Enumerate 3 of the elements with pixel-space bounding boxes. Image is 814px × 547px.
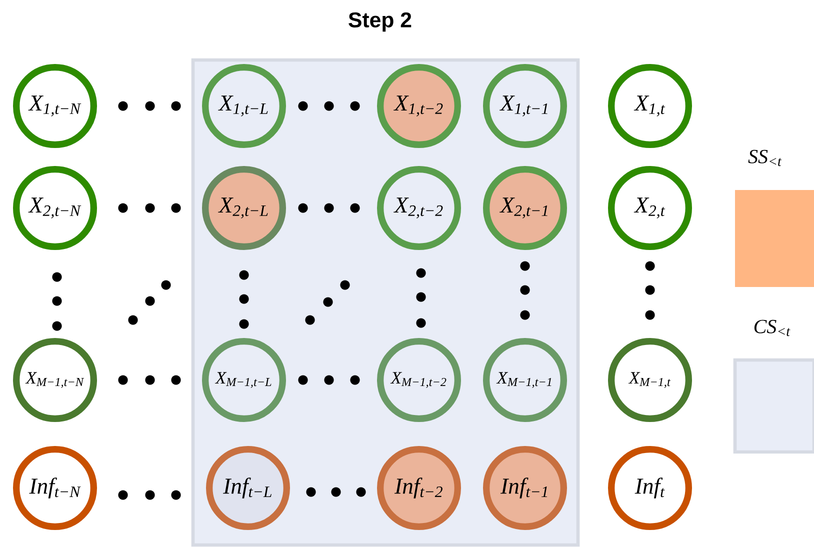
legend-label: CS$_{<t}$ xyxy=(754,320,790,336)
title: Step 2 xyxy=(348,12,412,32)
legend-label: SS$_{<t}$ xyxy=(748,150,782,166)
